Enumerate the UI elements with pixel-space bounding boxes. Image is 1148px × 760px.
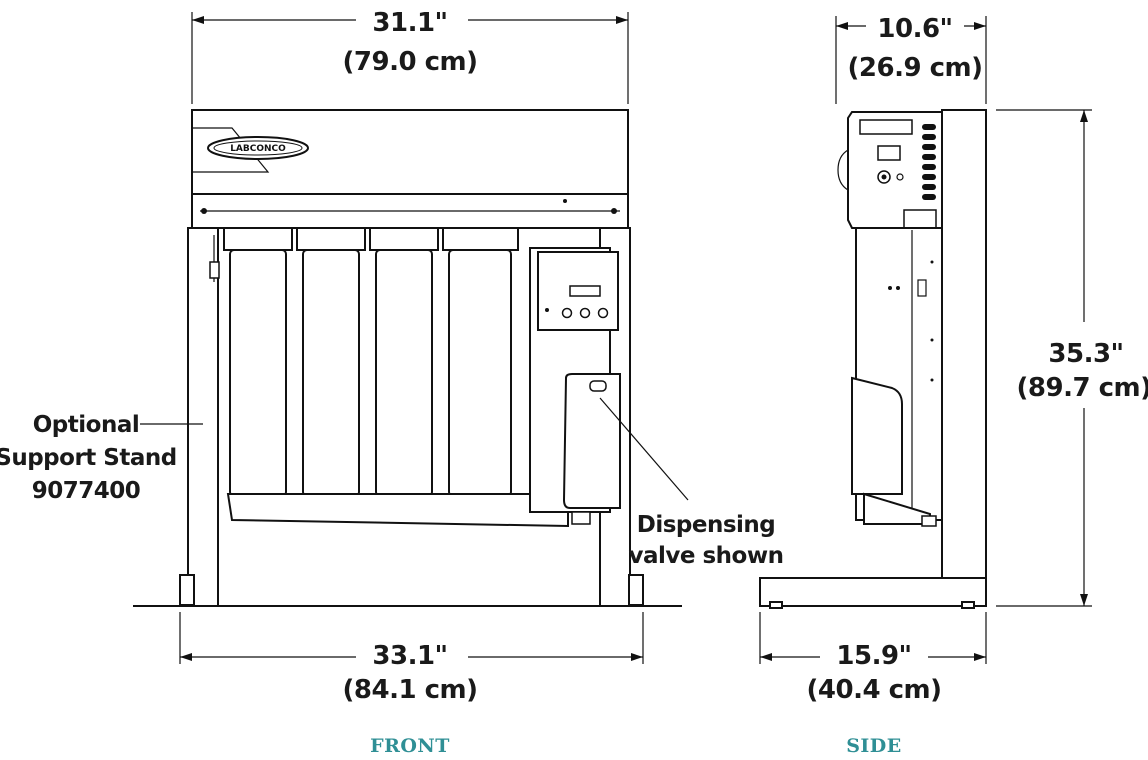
dim-side-bottom-cm: (40.4 cm) xyxy=(807,675,942,705)
logo-text: LABCONCO xyxy=(230,144,286,154)
dim-side-top-cm: (26.9 cm) xyxy=(848,53,983,83)
side-view-drawing xyxy=(759,109,987,609)
side-base xyxy=(759,577,987,607)
front-drip-tray xyxy=(226,493,569,528)
callout-dispensing-valve: Dispensing valve shown xyxy=(599,397,784,569)
dim-side-height: 35.3" (89.7 cm) xyxy=(996,109,1148,607)
dim-side-bottom: 15.9" (40.4 cm) xyxy=(759,612,987,705)
support-stand-line2: Support Stand xyxy=(0,445,177,471)
dim-side-top-in: 10.6" xyxy=(877,14,952,44)
dim-side-height-in: 35.3" xyxy=(1048,339,1123,369)
side-column xyxy=(941,109,987,579)
dim-side-top: 10.6" (26.9 cm) xyxy=(835,14,987,104)
dim-front-bottom: 33.1" (84.1 cm) xyxy=(179,612,644,705)
view-label-front: FRONT xyxy=(370,735,450,757)
dim-side-height-cm: (89.7 cm) xyxy=(1017,373,1148,403)
front-left-leg xyxy=(187,227,219,607)
dispensing-line1: Dispensing xyxy=(637,512,776,538)
display-window xyxy=(569,285,601,297)
side-head xyxy=(847,111,943,229)
side-dispensing-valve xyxy=(851,376,903,495)
power-inlet xyxy=(877,145,901,161)
dim-front-top-in: 31.1" xyxy=(372,8,447,38)
dispensing-valve xyxy=(562,373,621,509)
callout-support-stand: Optional Support Stand 9077400 xyxy=(0,412,203,504)
dim-front-top: 31.1" (79.0 cm) xyxy=(191,8,629,104)
dispensing-line2: valve shown xyxy=(629,543,784,569)
vent-slots xyxy=(922,124,936,200)
front-right-foot xyxy=(628,574,644,606)
support-stand-line1: Optional xyxy=(33,412,139,438)
labconco-logo: LABCONCO xyxy=(192,127,309,173)
view-label-side: SIDE xyxy=(846,735,902,757)
dim-front-bottom-in: 33.1" xyxy=(372,641,447,671)
dim-front-top-cm: (79.0 cm) xyxy=(343,47,478,77)
support-stand-line3: 9077400 xyxy=(32,478,141,504)
filter-cartridges xyxy=(223,227,519,497)
front-view-drawing: LABCONCO xyxy=(133,109,682,607)
dim-front-bottom-cm: (84.1 cm) xyxy=(343,675,478,705)
dim-side-bottom-in: 15.9" xyxy=(836,641,911,671)
front-left-foot xyxy=(179,574,195,606)
